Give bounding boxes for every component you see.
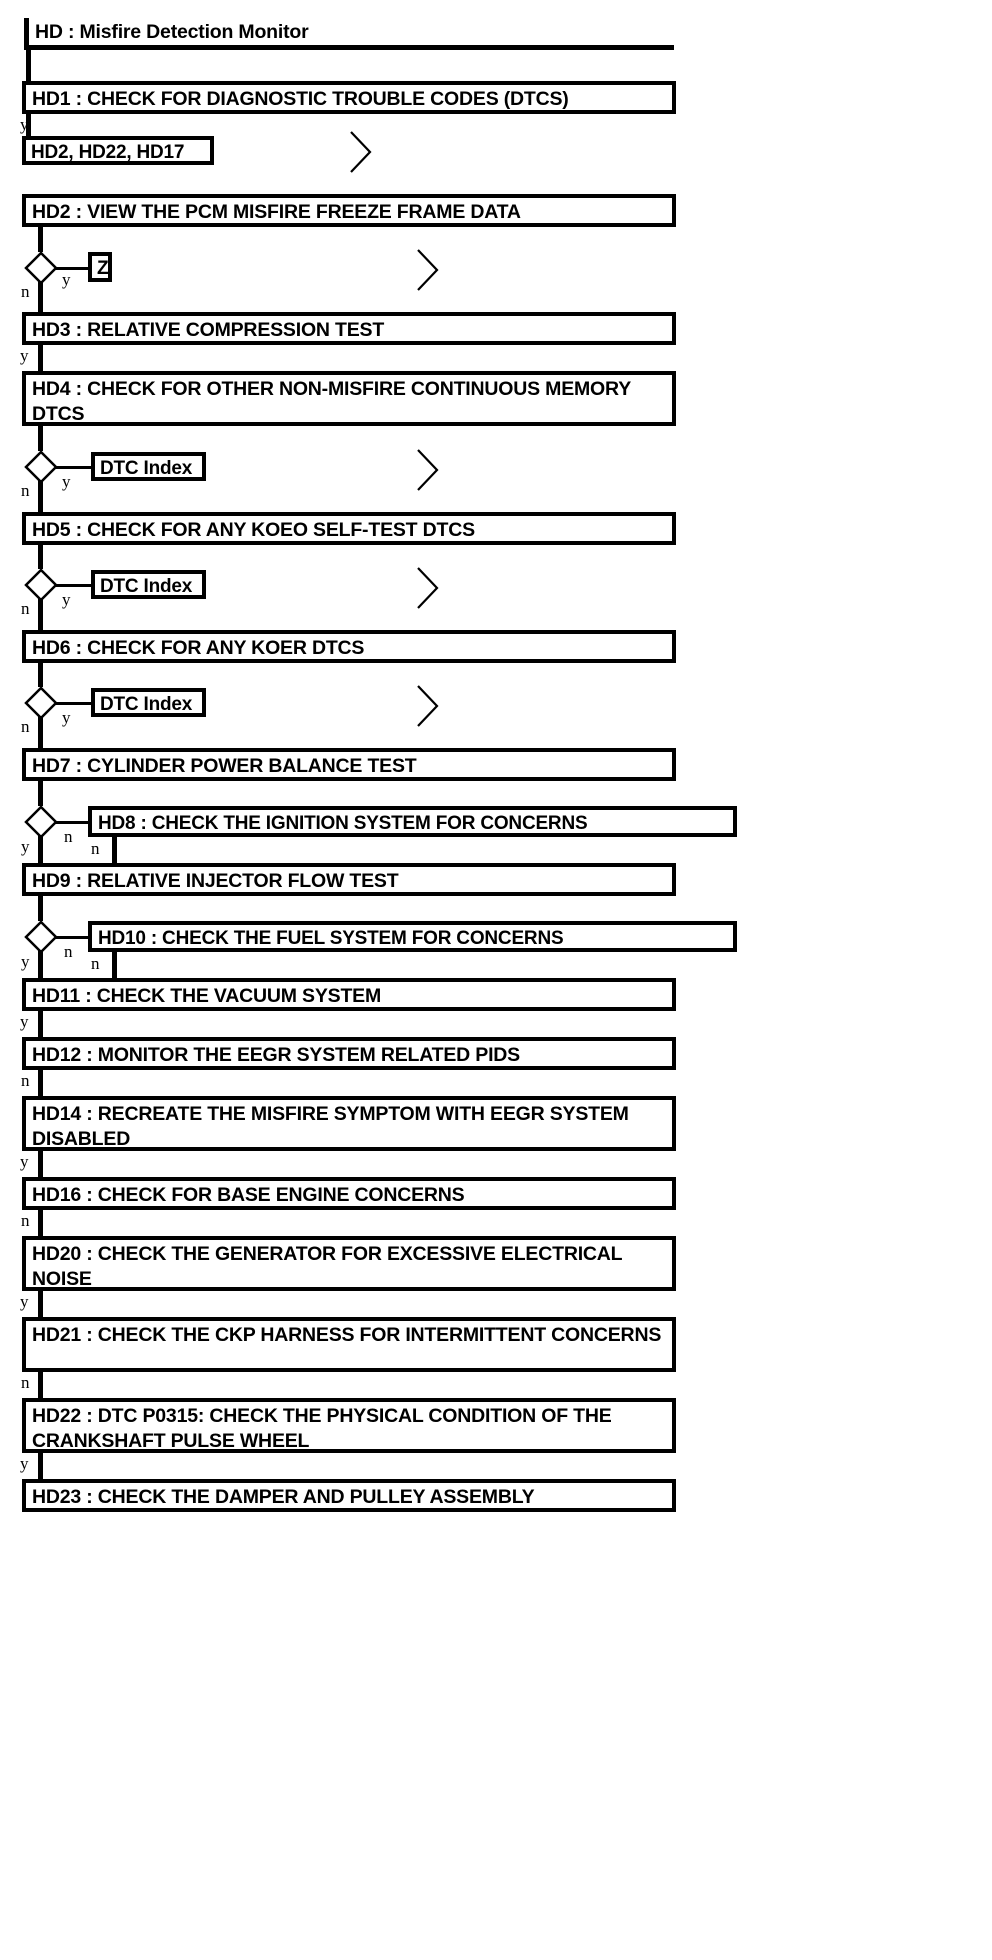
decision-HD4 <box>24 450 58 484</box>
connector-HD21-to-HD22 <box>38 1371 43 1399</box>
connector-HD12-to-HD14 <box>38 1069 43 1097</box>
branch-label-HD14-yes: y <box>20 1152 29 1171</box>
branch-label-HD11-yes: y <box>20 1012 29 1031</box>
connector-HD9-no <box>55 936 90 939</box>
branch-label-HD9-no: n <box>64 942 73 961</box>
connector-HD7-yes <box>38 835 43 863</box>
connector-HD6-yes <box>55 702 93 705</box>
connector-HD8-no <box>112 836 117 863</box>
branch-label-HD4-no: n <box>21 481 30 500</box>
decision-HD7 <box>24 805 58 839</box>
branch-label-HD22-yes: y <box>20 1454 29 1473</box>
connector-HD14-to-HD16 <box>38 1150 43 1178</box>
node-HD11: HD11 : CHECK THE VACUUM SYSTEM <box>22 978 676 1011</box>
branch-label-HD21-no: n <box>21 1373 30 1392</box>
branch-label-HD3-yes: y <box>20 346 29 365</box>
connector-HD2-to-decision <box>38 226 43 252</box>
connector-HD9-to-decision <box>38 895 43 921</box>
connector-HD5-to-decision <box>38 544 43 569</box>
node-REFZ: Z <box>88 252 112 282</box>
offpage-chevron-3 <box>415 447 441 493</box>
offpage-chevron-1 <box>348 129 374 175</box>
branch-label-HD1-yes: y <box>20 115 29 134</box>
connector-HD4-no <box>38 480 43 512</box>
connector-HD7-no <box>55 821 90 824</box>
node-HD1: HD1 : CHECK FOR DIAGNOSTIC TROUBLE CODES… <box>22 81 676 114</box>
node-HD16: HD16 : CHECK FOR BASE ENGINE CONCERNS <box>22 1177 676 1210</box>
node-HD10: HD10 : CHECK THE FUEL SYSTEM FOR CONCERN… <box>88 921 737 952</box>
connector-HD4-to-decision <box>38 425 43 451</box>
connector-HD2-yes <box>55 267 89 270</box>
node-HD5: HD5 : CHECK FOR ANY KOEO SELF-TEST DTCS <box>22 512 676 545</box>
branch-label-HD7-yes: y <box>21 837 30 856</box>
connector-HD7-to-decision <box>38 780 43 806</box>
decision-HD5 <box>24 568 58 602</box>
node-HD6: HD6 : CHECK FOR ANY KOER DTCS <box>22 630 676 663</box>
branch-label-HD9-yes: y <box>21 952 30 971</box>
node-HD3: HD3 : RELATIVE COMPRESSION TEST <box>22 312 676 345</box>
node-HD8: HD8 : CHECK THE IGNITION SYSTEM FOR CONC… <box>88 806 737 837</box>
connector-HD5-no <box>38 598 43 630</box>
node-HD21: HD21 : CHECK THE CKP HARNESS FOR INTERMI… <box>22 1317 676 1372</box>
connector-HD20-to-HD21 <box>38 1290 43 1318</box>
connector-HD3-to-HD4 <box>38 344 43 372</box>
offpage-chevron-2 <box>415 247 441 293</box>
connector-HD5-yes <box>55 584 93 587</box>
branch-label-HD2-yes: y <box>62 270 71 289</box>
node-HD7: HD7 : CYLINDER POWER BALANCE TEST <box>22 748 676 781</box>
branch-label-HD6-no: n <box>21 717 30 736</box>
branch-label-HD6-yes: y <box>62 708 71 727</box>
node-HD23: HD23 : CHECK THE DAMPER AND PULLEY ASSEM… <box>22 1479 676 1512</box>
connector-HD6-no <box>38 716 43 748</box>
decision-HD9 <box>24 920 58 954</box>
node-DTC1: DTC Index <box>91 452 206 481</box>
node-HD12: HD12 : MONITOR THE EEGR SYSTEM RELATED P… <box>22 1037 676 1070</box>
offpage-chevron-4 <box>415 565 441 611</box>
node-HD20: HD20 : CHECK THE GENERATOR FOR EXCESSIVE… <box>22 1236 676 1291</box>
node-HD-title: HD : Misfire Detection Monitor <box>24 18 674 50</box>
node-HD2: HD2 : VIEW THE PCM MISFIRE FREEZE FRAME … <box>22 194 676 227</box>
offpage-chevron-5 <box>415 683 441 729</box>
connector-HD16-to-HD20 <box>38 1209 43 1237</box>
node-DTC3: DTC Index <box>91 688 206 717</box>
connector-HD6-to-decision <box>38 662 43 687</box>
connector-HD11-to-HD12 <box>38 1010 43 1038</box>
branch-label-HD16-no: n <box>21 1211 30 1230</box>
decision-HD6 <box>24 686 58 720</box>
branch-label-HD12-no: n <box>21 1071 30 1090</box>
node-HD9: HD9 : RELATIVE INJECTOR FLOW TEST <box>22 863 676 896</box>
node-HD4: HD4 : CHECK FOR OTHER NON-MISFIRE CONTIN… <box>22 371 676 426</box>
node-DTC2: DTC Index <box>91 570 206 599</box>
connector-HD9-yes <box>38 950 43 978</box>
connector-HD22-to-HD23 <box>38 1452 43 1480</box>
branch-label-HD7-no: n <box>64 827 73 846</box>
branch-label-HD5-no: n <box>21 599 30 618</box>
node-HD14: HD14 : RECREATE THE MISFIRE SYMPTOM WITH… <box>22 1096 676 1151</box>
connector-HD4-yes <box>55 466 93 469</box>
branch-label-HD8-no: n <box>91 839 100 858</box>
connector-HD2-no <box>38 281 43 312</box>
branch-label-HD2-no: n <box>21 282 30 301</box>
branch-label-HD20-yes: y <box>20 1292 29 1311</box>
connector-HD1-to-REF1 <box>26 113 31 138</box>
branch-label-HD5-yes: y <box>62 590 71 609</box>
connector-HD-to-HD1 <box>26 48 31 84</box>
branch-label-HD4-yes: y <box>62 472 71 491</box>
node-REF1: HD2, HD22, HD17 <box>22 136 214 165</box>
branch-label-HD10-no: n <box>91 954 100 973</box>
decision-HD2 <box>24 251 58 285</box>
node-HD22: HD22 : DTC P0315: CHECK THE PHYSICAL CON… <box>22 1398 676 1453</box>
connector-HD10-no <box>112 951 117 978</box>
